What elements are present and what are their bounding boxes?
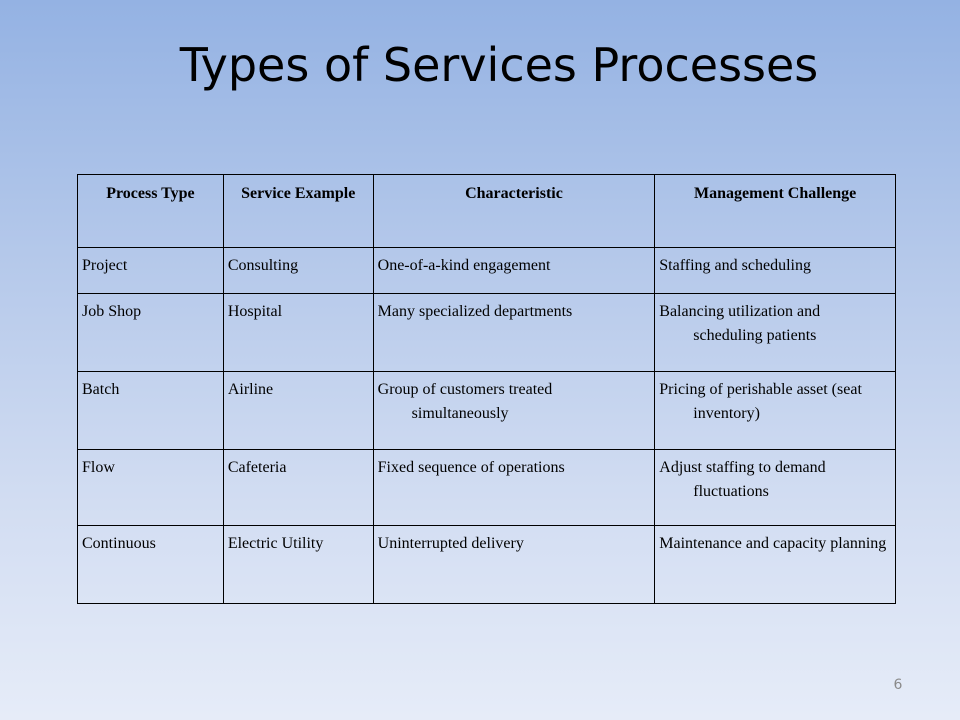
- table-header-row: Process Type Service Example Characteris…: [77, 174, 896, 248]
- cell-text: Uninterrupted delivery: [377, 535, 524, 552]
- cell-service-example: Airline: [222, 371, 374, 450]
- cell-service-example: Consulting: [222, 247, 374, 294]
- table-row: Project Consulting One-of-a-kind engagem…: [77, 247, 896, 294]
- cell-text: Many specialized departments: [377, 303, 573, 320]
- cell-management-challenge: Adjust staffing to demand fluctuations: [654, 449, 896, 526]
- cell-text: Fixed sequence of operations: [377, 459, 565, 476]
- cell-text: Pricing of perishable asset (seat invent…: [659, 381, 862, 422]
- cell-process-type: Continuous: [77, 525, 224, 604]
- process-types-table: Process Type Service Example Characteris…: [77, 174, 896, 604]
- cell-process-type: Flow: [77, 449, 224, 526]
- cell-text: Adjust staffing to demand fluctuations: [659, 459, 826, 500]
- cell-service-example: Electric Utility: [222, 525, 374, 604]
- table-row: Continuous Electric Utility Uninterrupte…: [77, 525, 896, 604]
- cell-characteristic: One-of-a-kind engagement: [372, 247, 656, 294]
- slide-title: Types of Services Processes: [179, 38, 819, 92]
- table-row: Batch Airline Group of customers treated…: [77, 371, 896, 450]
- cell-characteristic: Uninterrupted delivery: [372, 525, 656, 604]
- cell-management-challenge: Maintenance and capacity planning: [654, 525, 896, 604]
- page-number: 6: [893, 677, 903, 693]
- cell-characteristic: Many specialized departments: [372, 293, 656, 372]
- cell-process-type: Batch: [77, 371, 224, 450]
- table-row: Job Shop Hospital Many specialized depar…: [77, 293, 896, 372]
- header-characteristic: Characteristic: [372, 174, 656, 248]
- cell-management-challenge: Pricing of perishable asset (seat invent…: [654, 371, 896, 450]
- cell-text: Balancing utilization and scheduling pat…: [659, 303, 821, 344]
- cell-text: Maintenance and capacity planning: [659, 535, 887, 552]
- cell-management-challenge: Balancing utilization and scheduling pat…: [654, 293, 896, 372]
- cell-text: Group of customers treated simultaneousl…: [377, 381, 553, 422]
- table-row: Flow Cafeteria Fixed sequence of operati…: [77, 449, 896, 526]
- cell-service-example: Cafeteria: [222, 449, 374, 526]
- header-service-example: Service Example: [222, 174, 374, 248]
- cell-management-challenge: Staffing and scheduling: [654, 247, 896, 294]
- header-management-challenge: Management Challenge: [654, 174, 896, 248]
- header-process-type: Process Type: [77, 174, 224, 248]
- cell-service-example: Hospital: [222, 293, 374, 372]
- cell-characteristic: Group of customers treated simultaneousl…: [372, 371, 656, 450]
- cell-text: One-of-a-kind engagement: [377, 257, 551, 274]
- cell-text: Staffing and scheduling: [659, 257, 811, 274]
- cell-process-type: Job Shop: [77, 293, 224, 372]
- cell-process-type: Project: [77, 247, 224, 294]
- cell-characteristic: Fixed sequence of operations: [372, 449, 656, 526]
